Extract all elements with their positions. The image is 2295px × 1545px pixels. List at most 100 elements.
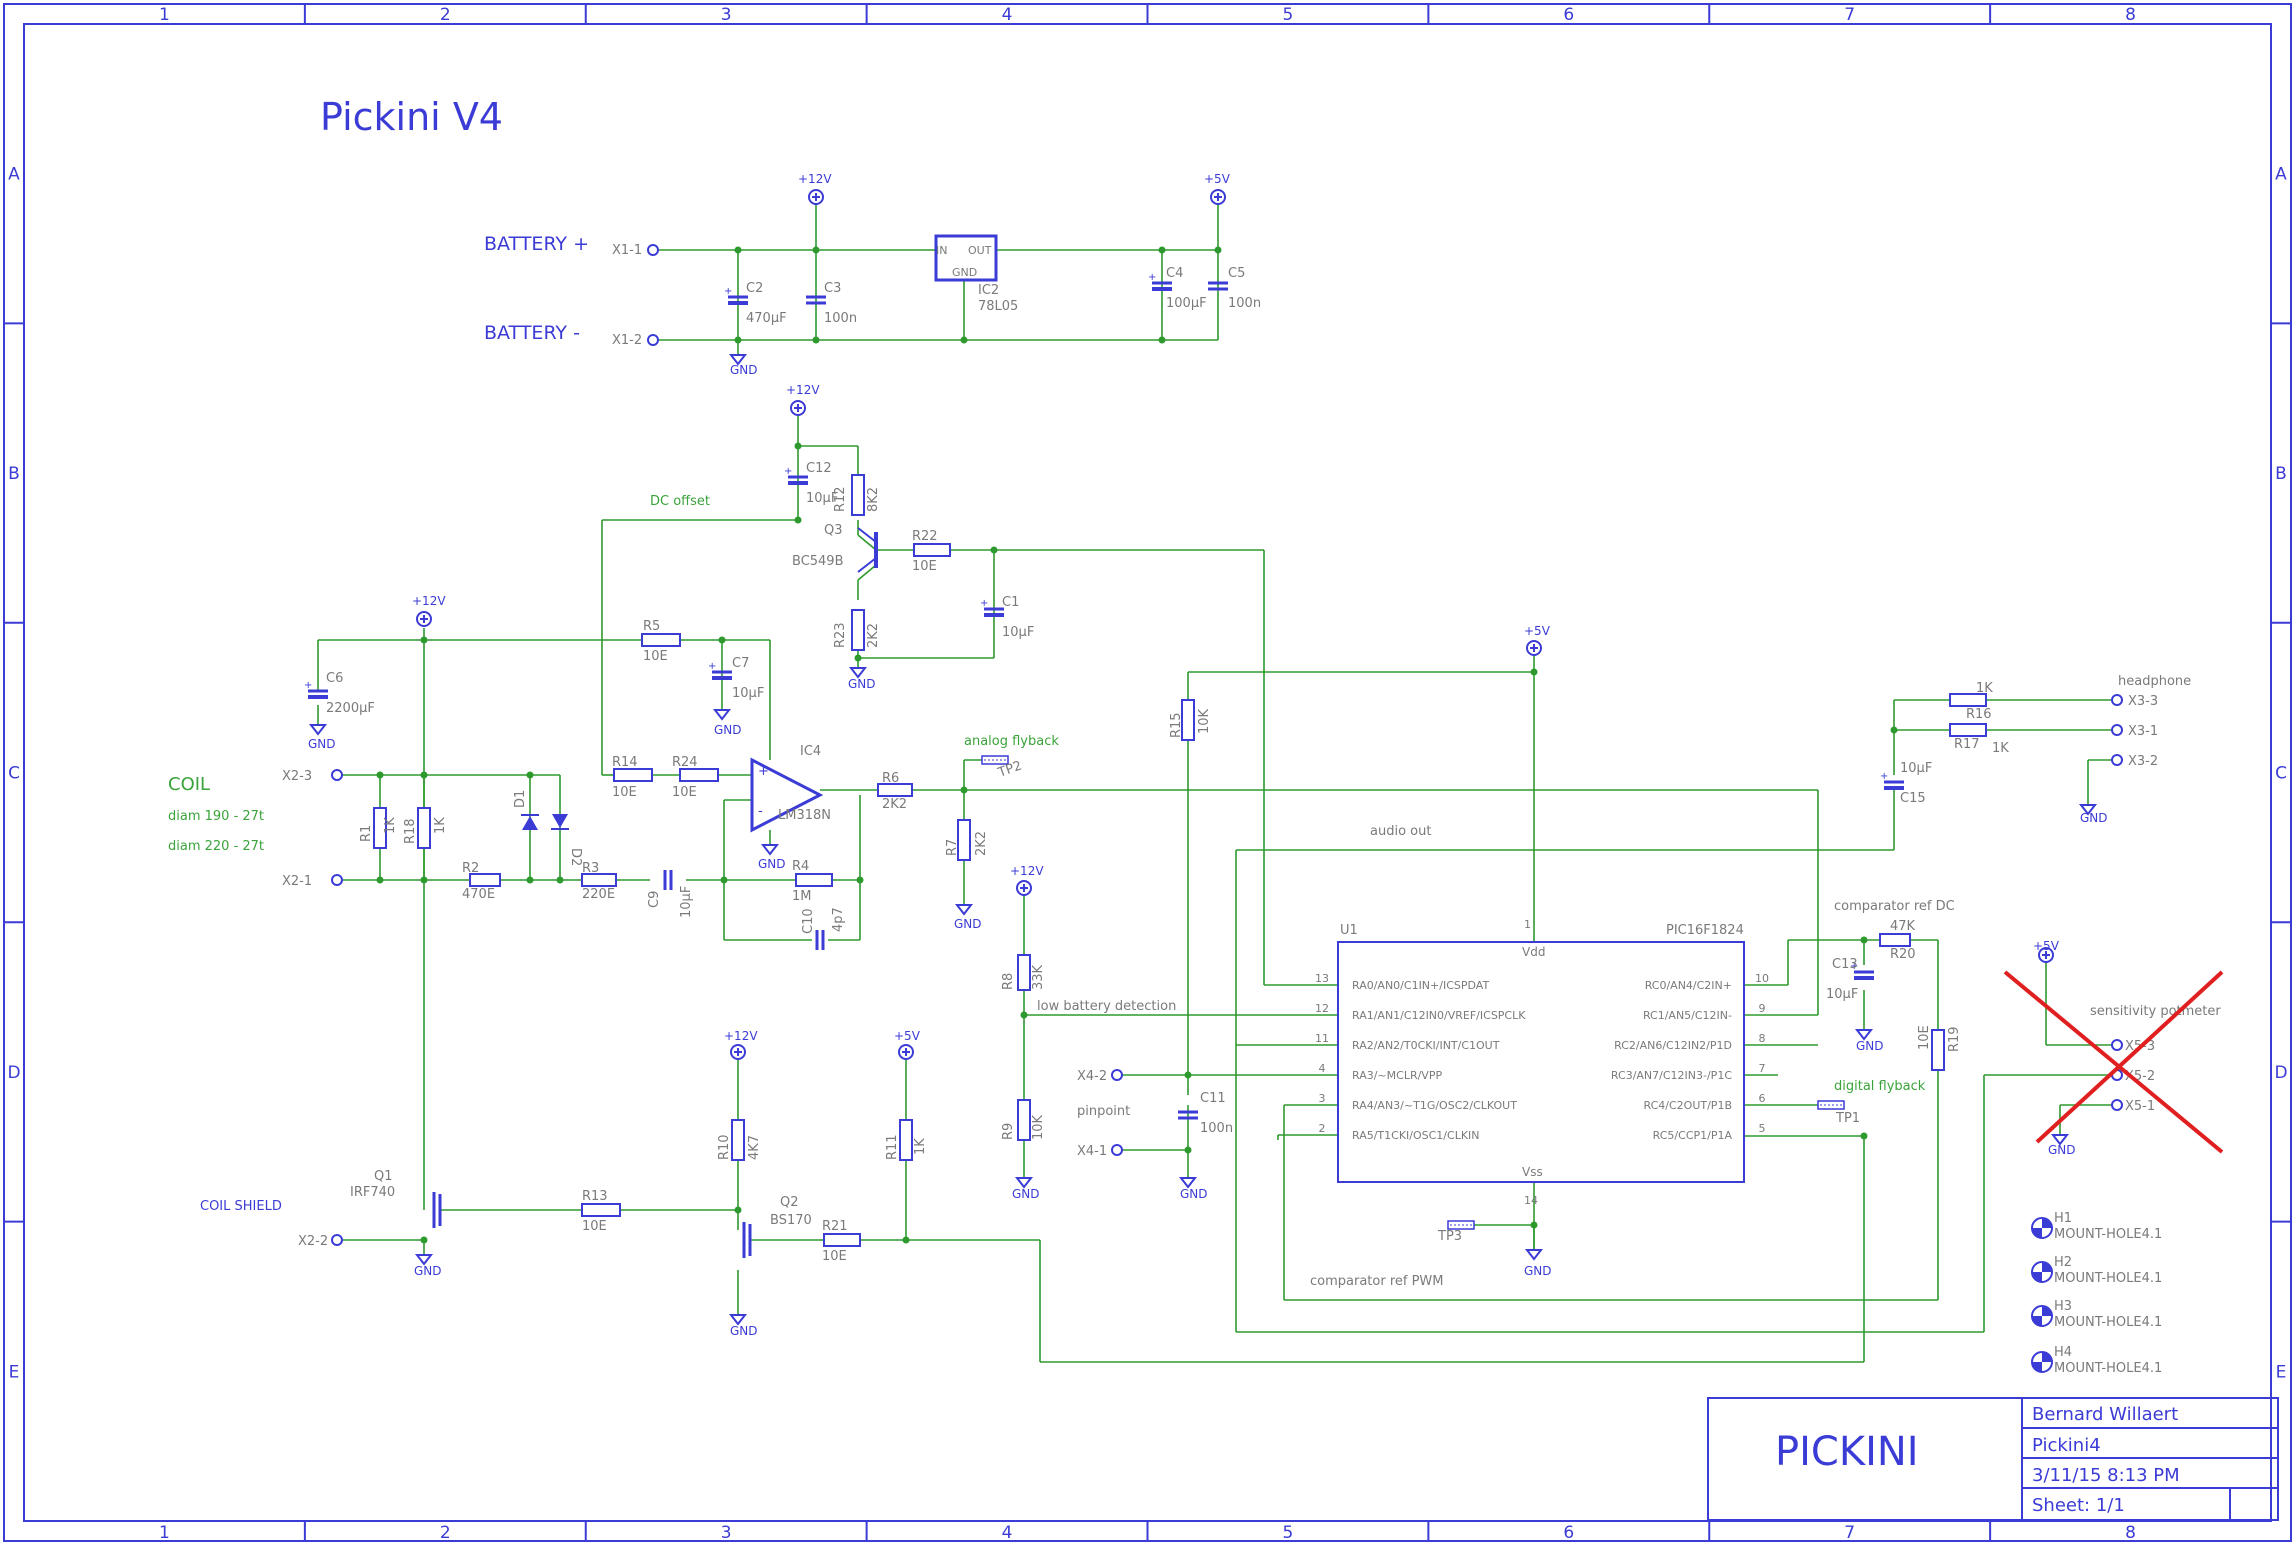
coil-label: COIL (168, 774, 210, 795)
gnd-x3: GND (2080, 811, 2108, 825)
q2-ref: Q2 (780, 1195, 799, 1210)
r24-val: 10E (672, 785, 697, 800)
r20-resistor (1879, 933, 1911, 947)
junction-dot (1860, 1132, 1868, 1140)
supply-12v-r10: +12V (724, 1029, 758, 1043)
column-label: 4 (1002, 5, 1013, 25)
date-time: 3/11/15 8:13 PM (2032, 1465, 2180, 1486)
ic2-gnd: GND (952, 266, 977, 279)
notes: BATTERY + BATTERY - COIL diam 190 - 27t … (168, 233, 2221, 1289)
r10-val: 4K7 (747, 1135, 762, 1160)
gnd-symbol (848, 667, 868, 679)
mcu-pin-name: RA1/AN1/C12IN0/VREF/ICSPCLK (1352, 1009, 1526, 1022)
column-label: 4 (1002, 1523, 1013, 1543)
connector-x2-3: X2-3 (282, 769, 312, 784)
coil-diam-190: diam 190 - 27t (168, 809, 264, 824)
svg-text:+: + (980, 598, 988, 609)
c6-cap: + (304, 680, 328, 699)
row-label: A (8, 165, 20, 185)
wire (857, 564, 877, 581)
r2-val: 470E (462, 887, 495, 902)
r7-resistor (957, 819, 971, 861)
mcu-pin-name: RA2/AN2/T0CKI/INT/C1OUT (1352, 1039, 1500, 1052)
r13-ref: R13 (582, 1189, 608, 1204)
row-label: D (2274, 1063, 2287, 1083)
supply-5v-symbol (1526, 640, 1542, 656)
connector-x4-2: X4-2 (1077, 1069, 1107, 1084)
c13-ref: C13 (1832, 957, 1858, 972)
r19-resistor (1931, 1029, 1945, 1071)
file-name: Pickini4 (2032, 1435, 2101, 1456)
c7-cap: + (708, 661, 732, 680)
r23-val: 2K2 (866, 623, 881, 648)
mcu-pin-name: RC1/AN5/C12IN- (1643, 1009, 1732, 1022)
mount-hole-ref: H4 (2054, 1345, 2072, 1360)
d2-diode (551, 814, 569, 830)
svg-text:+: + (1850, 961, 1858, 972)
q1-mosfet (432, 1192, 442, 1228)
r20-ref: R20 (1890, 947, 1916, 962)
r8-resistor (1017, 954, 1031, 991)
r6-resistor (877, 783, 913, 797)
mcu-pin-number: 7 (1759, 1062, 1766, 1075)
junction-dot (420, 1236, 428, 1244)
ic2-ref: IC2 (978, 283, 999, 298)
c5-cap (1208, 281, 1228, 291)
ic2-val: 78L05 (978, 299, 1018, 314)
tp1-ref: TP1 (1835, 1111, 1860, 1126)
junction-dot (794, 516, 802, 524)
c12-cap: + (784, 466, 808, 485)
gnd-c13: GND (1856, 1039, 1884, 1053)
gnd-pot: GND (2048, 1143, 2076, 1157)
q3-ref: Q3 (824, 523, 843, 538)
mcu-ref: U1 (1340, 923, 1358, 938)
frame-outer (3, 3, 2292, 1542)
svg-text:+: + (784, 466, 792, 477)
ic4-opamp-body (750, 757, 824, 833)
gnd-symbol (1014, 1177, 1034, 1189)
supply-12v-symbol (416, 611, 432, 627)
junction-dot (1020, 1011, 1028, 1019)
column-label: 5 (1283, 1523, 1294, 1543)
mcu-pin-number: 5 (1759, 1122, 1766, 1135)
junction-dot (720, 876, 728, 884)
gnd-r9: GND (1012, 1187, 1040, 1201)
mcu-pin-number: 4 (1319, 1062, 1326, 1075)
junction-dot (960, 786, 968, 794)
mcu-pin-name: RA0/AN0/C1IN+/ICSPDAT (1352, 979, 1489, 992)
frame-inner (23, 23, 2272, 1522)
r19-val: 10E (1917, 1025, 1932, 1050)
mcu-vss: Vss (1522, 1165, 1543, 1179)
junction-dot (376, 876, 384, 884)
r8-val: 33K (1031, 964, 1046, 990)
r14-resistor (613, 768, 653, 782)
q1-ref: Q1 (374, 1169, 393, 1184)
junction-dot (856, 876, 864, 884)
r9-resistor (1017, 1099, 1031, 1141)
r18-ref: R18 (403, 818, 418, 844)
r14-val: 10E (612, 785, 637, 800)
connector-x5-1: X5-1 (2125, 1099, 2155, 1114)
supply-12v-symbol (1016, 880, 1032, 896)
ic2-in: IN (936, 244, 947, 257)
c11-ref: C11 (1200, 1091, 1226, 1106)
component-labels: C2 470µF C3 100n IC2 78L05 IN OUT GND C4… (326, 244, 2009, 1264)
r6-val: 2K2 (882, 797, 907, 812)
mcu-pin-name: RC2/AN6/C12IN2/P1D (1614, 1039, 1732, 1052)
junction-dot (1158, 336, 1166, 344)
connector-x3-1: X3-1 (2128, 724, 2158, 739)
mount-hole-fill (2042, 1218, 2052, 1228)
mcu-pin-name: RA5/T1CKI/OSC1/CLKIN (1352, 1129, 1480, 1142)
c4-cap: + (1148, 272, 1172, 291)
wire (857, 534, 877, 551)
c12-ref: C12 (806, 461, 832, 476)
r17-resistor (1949, 723, 1987, 737)
connector-x4-1: X4-1 (1077, 1144, 1107, 1159)
r5-resistor (641, 633, 681, 647)
r5-ref: R5 (643, 619, 660, 634)
digital-flyback-label: digital flyback (1834, 1079, 1926, 1094)
supply-5v-symbol (898, 1044, 914, 1060)
junction-dot (1214, 246, 1222, 254)
gnd-symbol (1524, 1249, 1544, 1261)
